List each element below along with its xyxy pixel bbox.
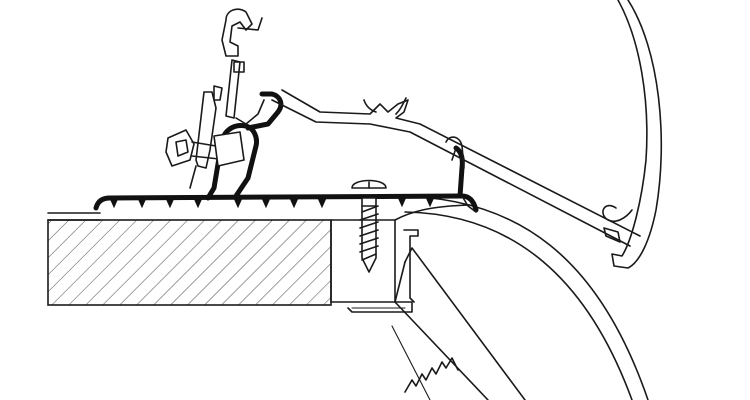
- flat-foot-adapter: [93, 145, 479, 213]
- fixing-screw: [351, 179, 387, 273]
- vehicle-wall-curve: [394, 195, 649, 400]
- roof-panel: [47, 212, 332, 306]
- adapter-bracket: [189, 85, 223, 189]
- bolt-and-nut: [165, 129, 245, 167]
- roof-edge-profile: [330, 204, 471, 313]
- support-arm: [391, 247, 526, 400]
- awning-cassette-housing: [602, 0, 663, 269]
- awning-rail-profile: [221, 8, 641, 247]
